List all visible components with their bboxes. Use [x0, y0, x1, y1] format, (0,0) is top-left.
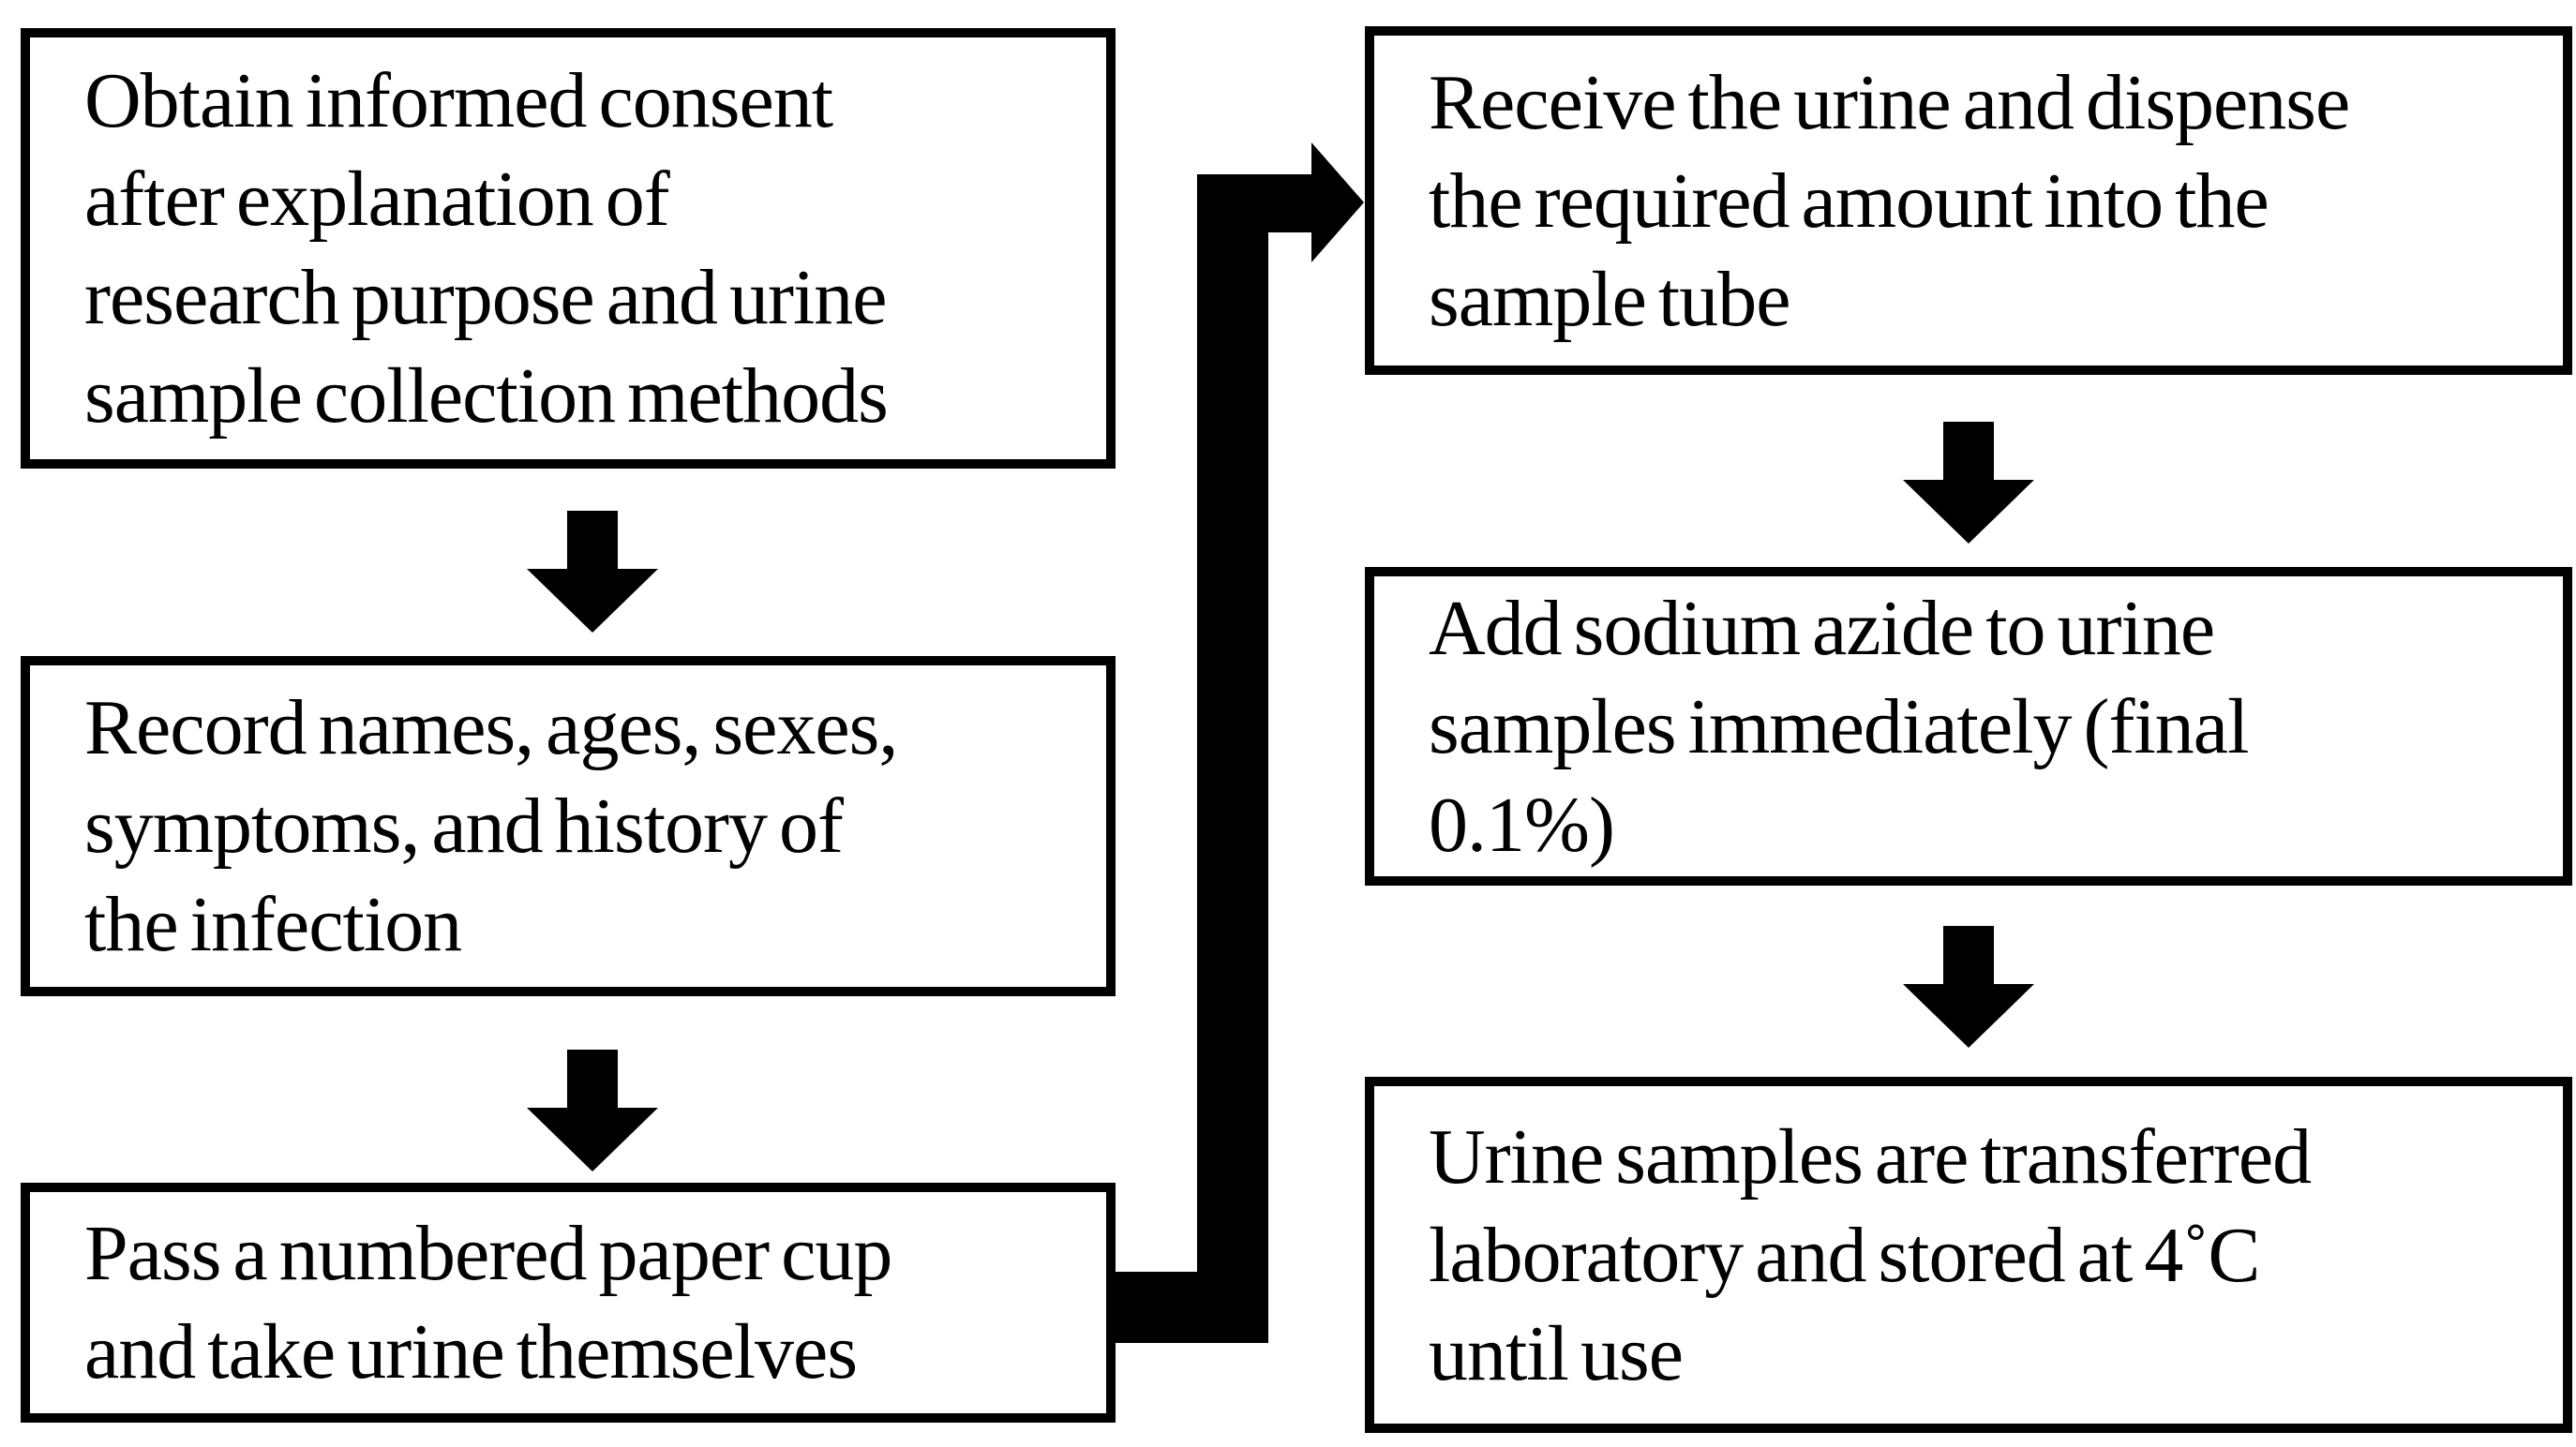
arrow-shaft: [1943, 422, 1994, 482]
arrow-head-icon: [527, 569, 658, 633]
arrow-shaft: [567, 511, 618, 571]
elbow-vertical-arm: [1197, 174, 1268, 1343]
arrow-head-icon: [527, 1108, 658, 1171]
down-arrow-step1-to-step2: [527, 511, 658, 633]
arrow-shaft: [1943, 926, 1994, 986]
arrow-head-icon: [1903, 480, 2034, 544]
arrow-shaft: [567, 1050, 618, 1110]
elbow-top-arm: [1268, 174, 1311, 232]
down-arrow-step2-to-step3: [527, 1050, 658, 1171]
step-2-text: Record names, ages, sexes,symptoms, and …: [84, 684, 898, 968]
down-arrow-step5-to-step6: [1903, 926, 2034, 1048]
flow-step-2-record-info: Record names, ages, sexes,symptoms, and …: [21, 656, 1116, 996]
arrow-head-icon: [1903, 984, 2034, 1048]
arrow-head-icon: [1311, 142, 1364, 262]
down-arrow-step4-to-step5: [1903, 422, 2034, 544]
